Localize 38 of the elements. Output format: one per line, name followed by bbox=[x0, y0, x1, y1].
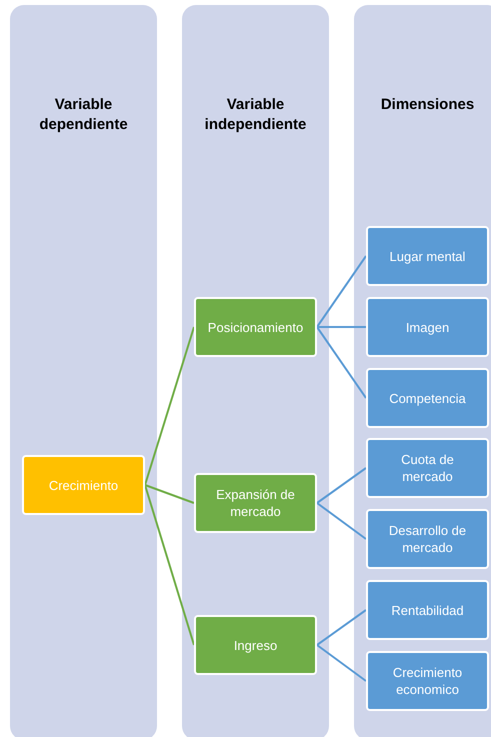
column-panel bbox=[354, 5, 491, 737]
connector-line bbox=[316, 255, 367, 328]
column-heading: Dimensiones bbox=[380, 95, 476, 115]
box-label: Rentabilidad bbox=[391, 602, 464, 618]
connector-line bbox=[317, 326, 366, 328]
process-box bbox=[366, 438, 489, 498]
process-box bbox=[366, 226, 489, 286]
column-panel bbox=[182, 5, 329, 737]
process-box bbox=[366, 580, 489, 640]
connector-line bbox=[316, 326, 367, 399]
column-heading: Variable dependiente bbox=[38, 95, 129, 135]
process-box bbox=[366, 509, 489, 569]
box-label: Expansión de mercado bbox=[215, 486, 296, 520]
box-label: Posicionamiento bbox=[208, 318, 304, 336]
box-label: Cuota de mercado bbox=[400, 451, 455, 485]
connector-line bbox=[144, 326, 195, 486]
process-box bbox=[366, 368, 489, 428]
box-label: Crecimiento bbox=[48, 476, 118, 494]
process-box bbox=[194, 615, 317, 675]
box-label: Crecimiento economico bbox=[392, 664, 464, 698]
box-label: Imagen bbox=[406, 318, 450, 336]
column-heading: Variable independiente bbox=[204, 95, 308, 135]
column-panel bbox=[10, 5, 157, 737]
process-box bbox=[22, 455, 145, 515]
connector-line bbox=[316, 502, 367, 540]
connector-line bbox=[144, 484, 194, 504]
box-label: Competencia bbox=[389, 390, 466, 406]
box-label: Desarrollo de mercado bbox=[388, 522, 468, 556]
connector-line bbox=[144, 484, 195, 646]
process-box bbox=[194, 473, 317, 533]
process-box bbox=[194, 297, 317, 357]
connector-line bbox=[316, 467, 367, 504]
box-label: Lugar mental bbox=[390, 248, 466, 264]
box-label: Ingreso bbox=[234, 636, 278, 654]
connector-line bbox=[316, 644, 367, 682]
process-box bbox=[366, 651, 489, 711]
process-box bbox=[366, 297, 489, 357]
connector-line bbox=[316, 609, 367, 646]
